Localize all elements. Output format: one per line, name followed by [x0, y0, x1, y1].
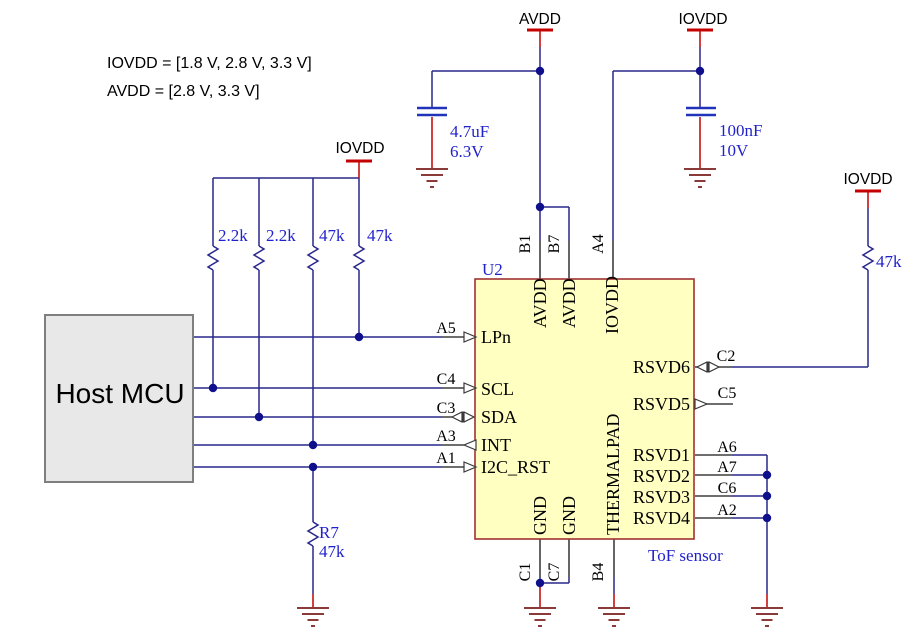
- pin-name-avdd-1: AVDD: [530, 278, 550, 328]
- pin-designator-b4: B4: [590, 563, 607, 582]
- net-label-avdd: AVDD: [519, 11, 561, 28]
- pin-name-avdd-2: AVDD: [559, 278, 579, 328]
- pin-name-gnd-2: GND: [559, 496, 579, 535]
- pin-name-sda: SDA: [481, 407, 517, 427]
- pin-stubs: [442, 241, 733, 577]
- pin-name-rsvd5: RSVD5: [633, 394, 690, 414]
- output-arrow-int: [462, 439, 477, 451]
- resistor-r7: [307, 521, 319, 547]
- pin-designator-c2: C2: [717, 348, 736, 365]
- pin-name-rsvd6: RSVD6: [633, 357, 690, 377]
- power-flag-iovdd-right: [853, 189, 883, 210]
- pin-designator-a2: A2: [717, 502, 737, 519]
- pin-designator-a4: A4: [590, 234, 607, 254]
- value-r-pullup-4: 47k: [367, 226, 393, 245]
- power-flag-avdd: [525, 28, 555, 49]
- input-arrow-lpn: [463, 331, 478, 343]
- resistor-lpn-pullup: [353, 245, 365, 271]
- note-avdd-range: AVDD = [2.8 V, 3.3 V]: [107, 83, 260, 100]
- value-cap-iovdd: 100nF: [719, 121, 762, 140]
- pin-name-i2c-rst: I2C_RST: [481, 457, 550, 477]
- pin-name-rsvd3: RSVD3: [633, 487, 690, 507]
- pin-name-thermalpad: THERMALPAD: [603, 414, 623, 535]
- capacitor-avdd: [417, 106, 447, 117]
- wire-avdd: [431, 47, 570, 241]
- chip-refdes: U2: [482, 260, 503, 279]
- pin-designator-a5: A5: [436, 320, 456, 337]
- net-label-iovdd-top: IOVDD: [678, 11, 727, 28]
- pin-name-int: INT: [481, 435, 511, 455]
- pin-name-iovdd: IOVDD: [602, 276, 622, 334]
- pin-name-rsvd1: RSVD1: [633, 445, 690, 465]
- net-label-iovdd-right: IOVDD: [843, 171, 892, 188]
- pin-designator-b7: B7: [546, 235, 563, 254]
- pin-designator-c6: C6: [718, 480, 737, 497]
- value-r-rsvd6: 47k: [876, 252, 902, 271]
- capacitor-iovdd: [686, 106, 716, 117]
- pin-name-scl: SCL: [481, 379, 514, 399]
- ground-r7: [296, 607, 330, 627]
- ground-leads: [312, 117, 768, 608]
- pin-designator-a3: A3: [436, 428, 456, 445]
- pin-designator-c1: C1: [517, 563, 534, 582]
- wire-iovdd: [612, 47, 701, 241]
- pin-designator-c7: C7: [546, 563, 563, 582]
- pin-designator-c3: C3: [437, 400, 456, 417]
- resistor-rsvd6-pullup: [862, 245, 874, 271]
- pin-designator-b1: B1: [517, 235, 534, 254]
- ground-thermalpad: [597, 607, 631, 627]
- ground-gnd-pins: [523, 607, 557, 627]
- ground-cap-avdd: [415, 168, 449, 188]
- output-arrow-rsvd5: [694, 398, 709, 410]
- resistor-sda-pullup: [253, 245, 265, 271]
- power-flag-iovdd-pullups: [344, 159, 374, 180]
- wire-rsvd-bus: [732, 454, 768, 594]
- resistor-scl-pullup: [207, 245, 219, 271]
- ground-cap-iovdd: [683, 168, 717, 188]
- rating-cap-iovdd: 10V: [719, 141, 749, 160]
- pin-designator-a6: A6: [717, 439, 737, 456]
- resistor-int-pullup: [307, 245, 319, 271]
- value-r-pullup-2: 2.2k: [266, 226, 296, 245]
- input-arrow-scl: [463, 382, 478, 394]
- pin-designator-a7: A7: [717, 459, 737, 476]
- pin-designator-c5: C5: [718, 385, 737, 402]
- junction-dots: [208, 66, 772, 588]
- power-flag-iovdd-top: [685, 28, 715, 49]
- note-iovdd-range: IOVDD = [1.8 V, 2.8 V, 3.3 V]: [107, 55, 312, 72]
- wire-rsvd6-pullup: [732, 208, 869, 368]
- input-arrow-i2c-rst: [463, 461, 478, 473]
- net-label-iovdd-pullups: IOVDD: [335, 140, 384, 157]
- host-mcu-block: [44, 314, 194, 483]
- pin-name-gnd-1: GND: [530, 496, 550, 535]
- pin-name-lpn: LPn: [481, 327, 511, 347]
- pin-name-rsvd2: RSVD2: [633, 466, 690, 486]
- value-r-pullup-1: 2.2k: [218, 226, 248, 245]
- pin-designator-a1: A1: [436, 450, 456, 467]
- value-r-pullup-3: 47k: [319, 226, 345, 245]
- refdes-r7: R7: [319, 523, 339, 542]
- value-r7: 47k: [319, 542, 345, 561]
- rating-cap-avdd: 6.3V: [450, 142, 484, 161]
- pin-designator-c4: C4: [437, 371, 456, 388]
- pin-name-rsvd4: RSVD4: [633, 508, 690, 528]
- chip-comment: ToF sensor: [648, 546, 723, 565]
- host-mcu-label: Host MCU: [55, 378, 184, 409]
- chip-u2: [474, 278, 695, 540]
- value-cap-avdd: 4.7uF: [450, 122, 489, 141]
- ground-rsvd-bus: [750, 607, 784, 627]
